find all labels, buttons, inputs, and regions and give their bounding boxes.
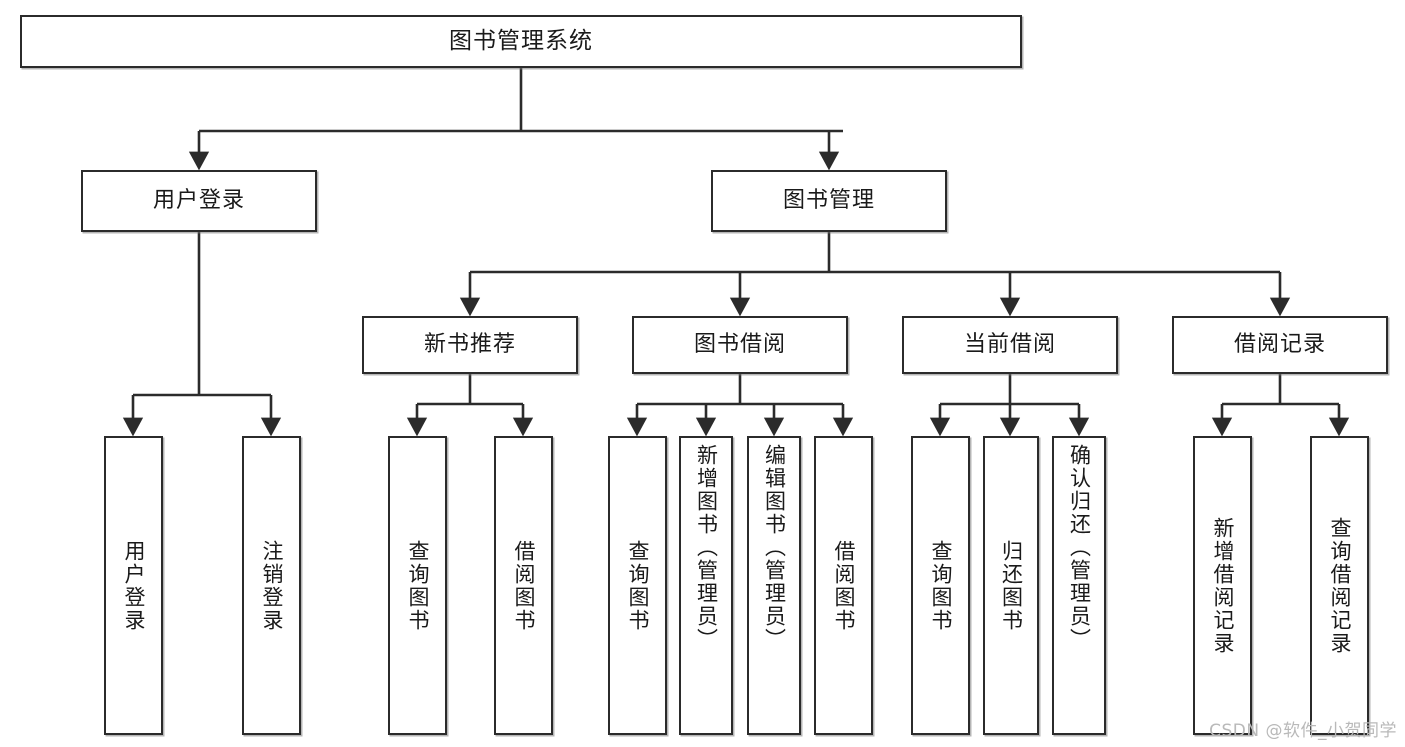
node-book-borrow[interactable]: 图书借阅 [632,316,848,374]
leaf-label: 查询借阅记录 [1327,516,1352,655]
leaf-label: 借阅图书 [831,539,856,632]
leaf-logout[interactable]: 注销登录 [242,436,301,735]
leaf-label: 归还图书 [999,539,1024,632]
leaf-label: 注销登录 [259,539,284,632]
leaf-add-book-admin[interactable]: 新增图书（管理员） [679,436,733,735]
node-root-book-management-system[interactable]: 图书管理系统 [20,15,1022,68]
leaf-label: 查询图书 [405,539,430,632]
node-label: 当前借阅 [963,331,1056,357]
node-label: 图书管理 [782,187,875,213]
node-user-login[interactable]: 用户登录 [81,170,317,232]
leaf-query-book-recommend[interactable]: 查询图书 [388,436,447,735]
leaf-label: 查询图书 [625,539,650,632]
leaf-label: 用户登录 [121,539,146,632]
node-book-management[interactable]: 图书管理 [711,170,947,232]
leaf-label: 新增图书（管理员） [694,444,719,651]
leaf-edit-book-admin[interactable]: 编辑图书（管理员） [747,436,801,735]
leaf-label: 确认归还（管理员） [1067,444,1092,651]
leaf-label: 编辑图书（管理员） [762,444,787,651]
node-label: 图书管理系统 [449,27,593,54]
node-new-book-recommend[interactable]: 新书推荐 [362,316,578,374]
node-label: 借阅记录 [1233,331,1326,357]
node-current-borrow[interactable]: 当前借阅 [902,316,1118,374]
node-label: 图书借阅 [693,331,786,357]
watermark-text: CSDN @软件_小贺同学 [1209,721,1397,741]
leaf-label: 查询图书 [928,539,953,632]
node-borrow-record[interactable]: 借阅记录 [1172,316,1388,374]
leaf-label: 借阅图书 [511,539,536,632]
node-label: 用户登录 [152,187,245,213]
leaf-return-book[interactable]: 归还图书 [983,436,1039,735]
leaf-confirm-return-admin[interactable]: 确认归还（管理员） [1052,436,1106,735]
leaf-query-borrow-record[interactable]: 查询借阅记录 [1310,436,1369,735]
leaf-borrow-book[interactable]: 借阅图书 [814,436,873,735]
leaf-query-book-borrow[interactable]: 查询图书 [608,436,667,735]
leaf-borrow-book-recommend[interactable]: 借阅图书 [494,436,553,735]
leaf-add-borrow-record[interactable]: 新增借阅记录 [1193,436,1252,735]
leaf-user-login[interactable]: 用户登录 [104,436,163,735]
node-label: 新书推荐 [423,331,516,357]
leaf-query-book-current[interactable]: 查询图书 [911,436,970,735]
leaf-label: 新增借阅记录 [1210,516,1235,655]
